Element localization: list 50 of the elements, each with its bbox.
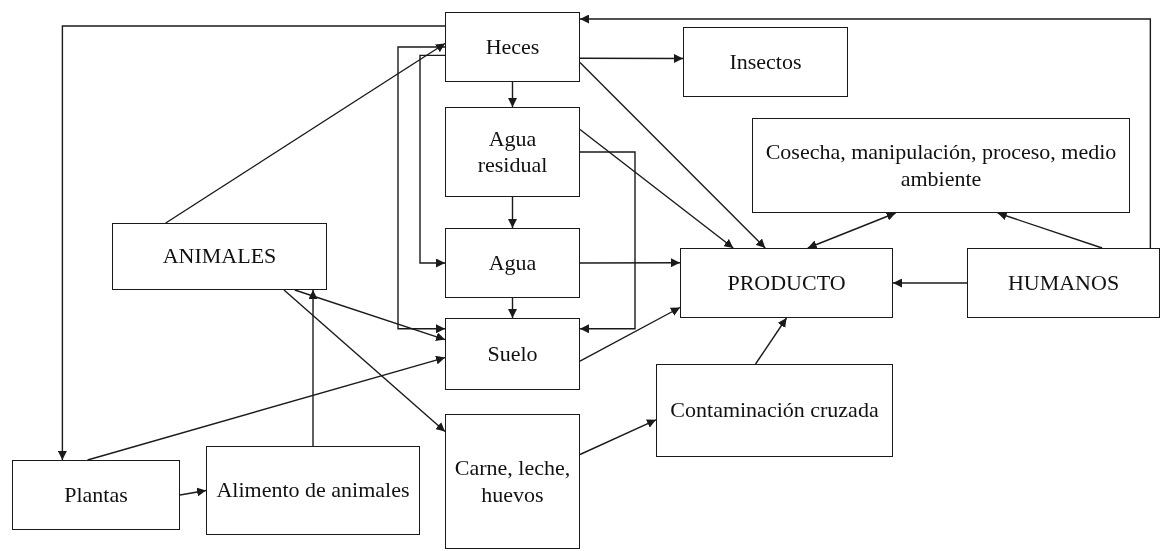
box-label: Plantas (64, 481, 128, 509)
arrow (86, 355, 446, 461)
box-label: Alimento de animales (216, 477, 410, 504)
box-label: Carne, leche, huevos (454, 455, 571, 508)
process-box (12, 460, 180, 530)
process-box (683, 27, 848, 97)
process-box (206, 446, 420, 535)
arrow (579, 128, 734, 249)
arrow (397, 46, 446, 334)
process-box (445, 414, 580, 549)
box-label: ANIMALES (162, 243, 277, 270)
arrow (579, 14, 1152, 249)
box-label: HUMANOS (1007, 269, 1120, 297)
process-box (656, 364, 893, 457)
box-label: Agua (488, 249, 537, 277)
arrow (754, 317, 788, 365)
process-box (445, 318, 580, 390)
arrow (579, 151, 636, 334)
process-box (445, 228, 580, 298)
arrow (508, 196, 517, 229)
box-label: Contaminación cruzada (670, 397, 879, 424)
arrow (283, 289, 446, 433)
arrow (997, 211, 1103, 249)
process-box (445, 12, 580, 82)
arrow (579, 61, 766, 249)
process-box (680, 248, 893, 318)
process-box (445, 107, 580, 197)
arrow (165, 42, 446, 224)
box-label: Agua residual (476, 125, 549, 179)
arrow (508, 297, 517, 319)
box-label: Heces (485, 33, 540, 61)
process-box (967, 248, 1160, 318)
box-label: Insectos (729, 48, 802, 76)
box-label: PRODUCTO (727, 269, 846, 297)
arrow (579, 419, 657, 456)
process-box (112, 223, 327, 290)
process-box (752, 118, 1130, 213)
arrow (579, 53, 684, 63)
arrow (892, 278, 968, 288)
arrow (807, 212, 897, 249)
arrow (294, 289, 446, 342)
box-label: Cosecha, manipulación, proceso, medio ambiente (764, 139, 1118, 192)
arrow (579, 306, 681, 362)
arrow (508, 81, 517, 108)
arrow (579, 258, 681, 268)
arrow (57, 25, 446, 461)
arrow (179, 487, 207, 497)
box-label: Suelo (487, 340, 538, 368)
arrow (308, 289, 318, 447)
arrow (419, 54, 446, 268)
